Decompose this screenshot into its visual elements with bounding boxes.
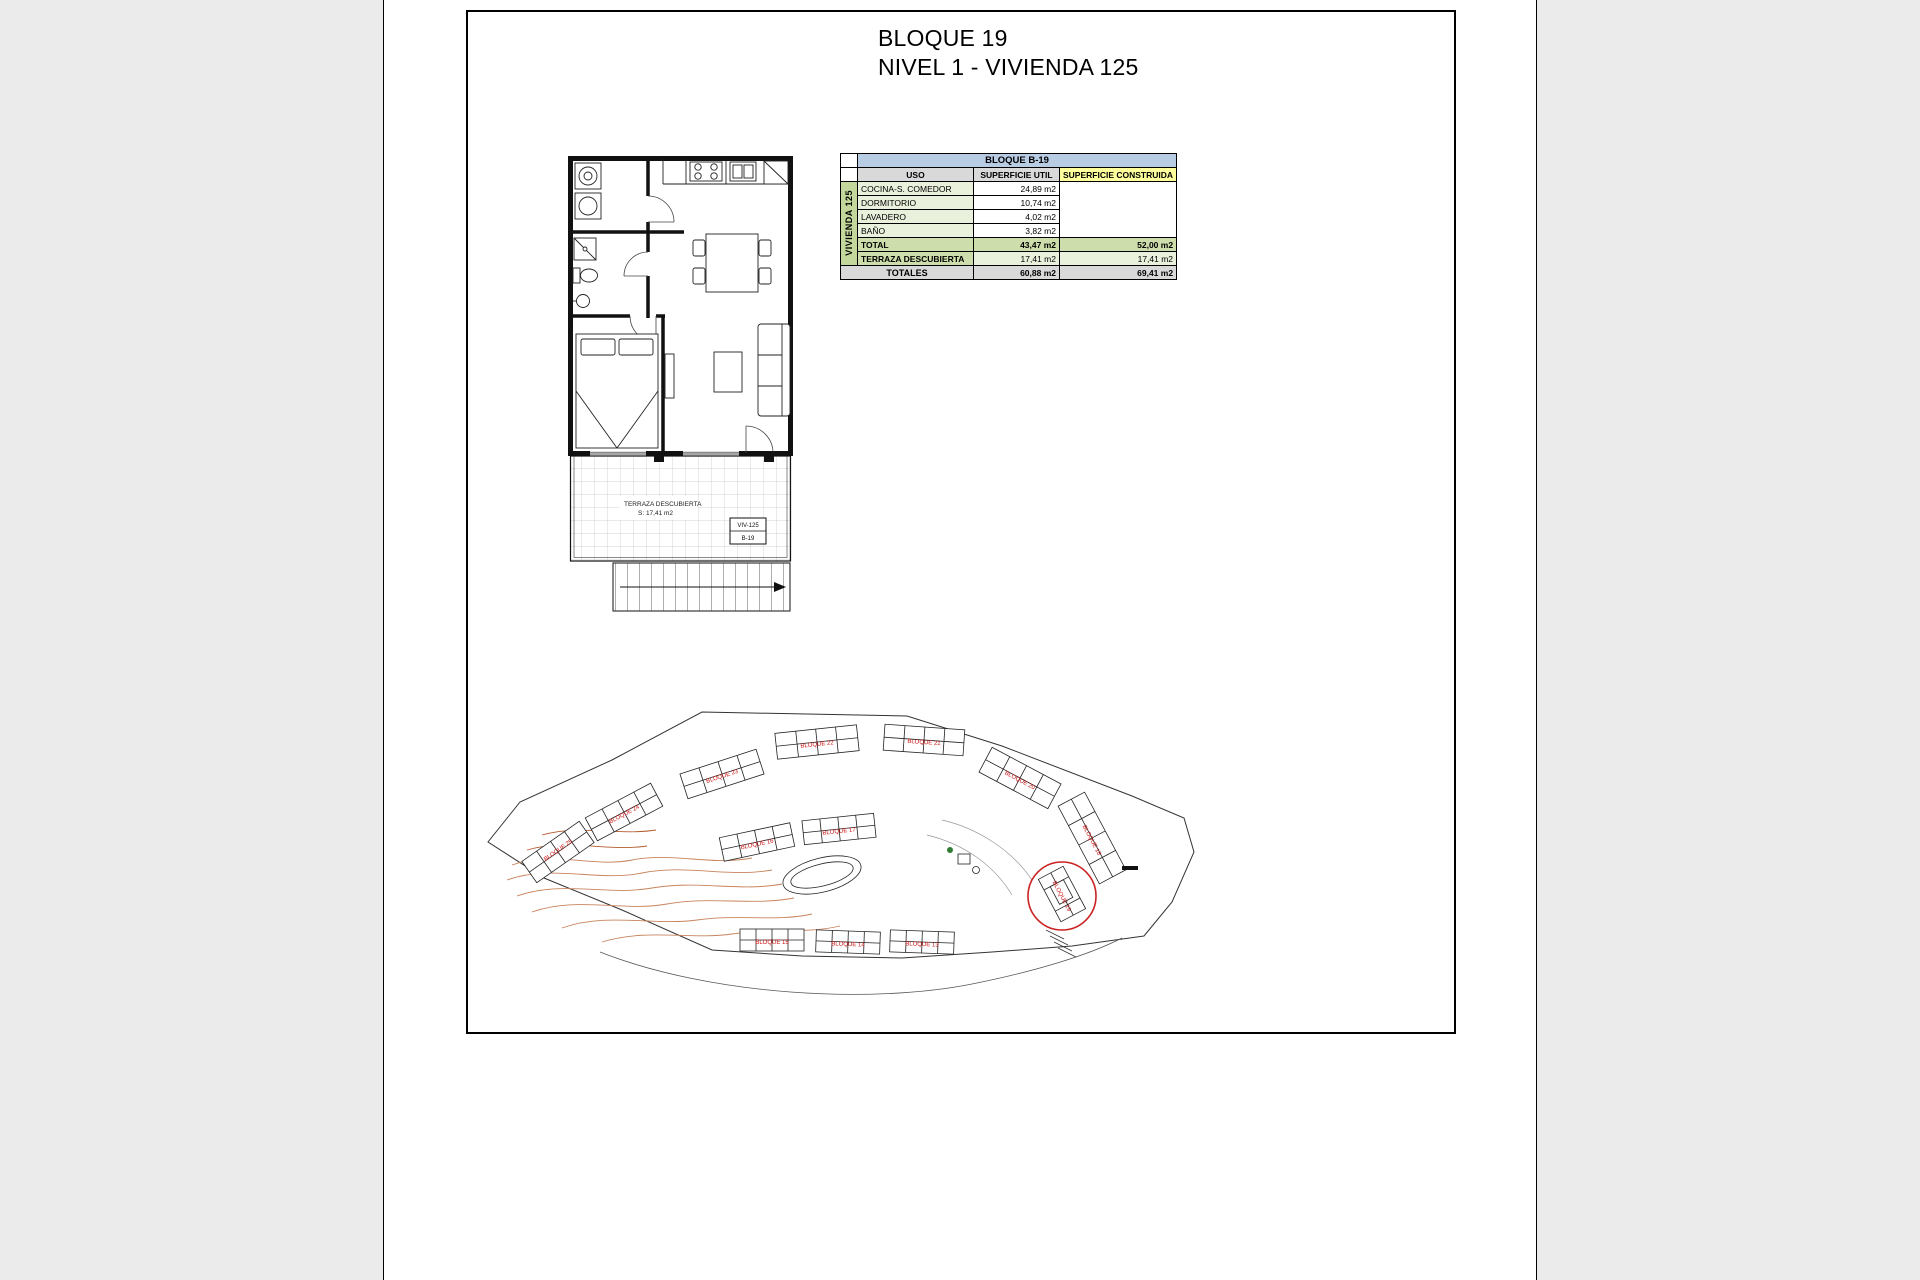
site-block-label-bloque-17: BLOQUE 17 (822, 827, 856, 837)
col-header-superficie-util: SUPERFICIE UTIL (973, 167, 1060, 182)
row-construida: 17,41 m2 (1058, 251, 1178, 266)
site-block-label-bloque-22: BLOQUE 22 (800, 740, 834, 750)
scale-mark (1122, 866, 1138, 870)
col-header-uso: USO (857, 167, 974, 182)
title-level-unit: NIVEL 1 - VIVIENDA 125 (878, 54, 1139, 80)
row-uso: BAÑO (857, 223, 974, 238)
tv-unit (664, 353, 675, 399)
terrace: TERRAZA DESCUBIERTA S: 17,41 m2 VIV-125 … (569, 452, 792, 562)
table-row: BAÑO 3,82 m2 (841, 223, 1177, 238)
bath-sink-icon (573, 294, 590, 308)
vivienda-125-highlight (1049, 879, 1074, 905)
terrace-area-label: S: 17,41 m2 (638, 510, 673, 517)
site-block-label-bloque-21: BLOQUE 21 (907, 739, 941, 747)
row-util: 4,02 m2 (973, 209, 1060, 224)
washer-icon (574, 162, 602, 190)
terrace-label: TERRAZA DESCUBIERTA (624, 501, 702, 508)
building-bloque-17 (801, 812, 877, 846)
site-buildings (521, 723, 1127, 955)
building-bloque-16 (718, 822, 796, 862)
unit-tag-number: VIV-125 (737, 523, 759, 529)
row-util: 17,41 m2 (973, 251, 1060, 266)
plan-sheet: BLOQUE 19 NIVEL 1 - VIVIENDA 125 BLOQUE … (383, 0, 1537, 1280)
window (590, 451, 646, 457)
unit-label-cell: VIVIENDA 125 (840, 181, 858, 266)
stairs-direction-arrow-icon (774, 582, 786, 592)
utility-structures (957, 853, 980, 874)
toilet-icon (572, 267, 598, 284)
bed (575, 333, 659, 449)
site-block-label-bloque-13: BLOQUE 13 (905, 941, 939, 948)
totales-label: TOTALES (840, 265, 974, 280)
building-bloque-19-highlighted (1037, 865, 1087, 923)
unit-tag: VIV-125 B-19 (729, 517, 767, 545)
dryer-icon (574, 192, 602, 220)
row-util: 24,89 m2 (973, 181, 1060, 196)
construida-empty-cell (1058, 181, 1178, 238)
row-uso: TERRAZA DESCUBIERTA (857, 251, 974, 266)
building-bloque-20 (978, 746, 1062, 810)
shower (573, 237, 597, 261)
door-arcs (623, 195, 774, 454)
building-bloque-21 (882, 723, 966, 757)
col-header-superficie-construida: SUPERFICIE CONSTRUIDA (1058, 167, 1178, 182)
row-uso: COCINA-S. COMEDOR (857, 181, 974, 196)
row-uso: TOTAL (857, 237, 974, 252)
table-row: VIVIENDA 125 COCINA-S. COMEDOR 24,89 m2 (840, 181, 1178, 266)
building-bloque-25 (521, 820, 595, 884)
table-row: DORMITORIO 10,74 m2 (841, 195, 1177, 210)
totales-construida: 69,41 m2 (1058, 265, 1178, 280)
floor-plan: TERRAZA DESCUBIERTA S: 17,41 m2 VIV-125 … (568, 156, 793, 612)
building-bloque-18 (1057, 791, 1127, 885)
coffee-table (713, 351, 743, 393)
stove-icon (689, 161, 723, 182)
bloque-19-highlight-circle (1027, 861, 1097, 931)
row-util: 43,47 m2 (973, 237, 1060, 252)
fridge-icon (763, 160, 789, 185)
access-road (599, 937, 1123, 995)
tree-icon (947, 847, 953, 853)
table-row-total: TOTAL 43,47 m2 52,00 m2 (841, 237, 1178, 252)
drawing-frame: BLOQUE 19 NIVEL 1 - VIVIENDA 125 BLOQUE … (466, 10, 1456, 1034)
row-util: 3,82 m2 (973, 223, 1060, 238)
sofa (757, 323, 791, 417)
site-block-label-bloque-14: BLOQUE 14 (831, 941, 865, 948)
row-uso: DORMITORIO (857, 195, 974, 210)
pool (782, 855, 862, 895)
kitchen-sink-icon (729, 161, 757, 182)
dining-table (692, 233, 772, 293)
building-bloque-24 (584, 782, 664, 842)
access-ramp (1045, 929, 1077, 958)
totales-util: 60,88 m2 (973, 265, 1060, 280)
areas-table: BLOQUE B-19 USO SUPERFICIE UTIL SUPERFIC… (840, 153, 1178, 280)
unit-tag-block: B-19 (742, 536, 755, 542)
unit-label: VIVIENDA 125 (844, 189, 854, 256)
row-util: 10,74 m2 (973, 195, 1060, 210)
sheet-title: BLOQUE 19 NIVEL 1 - VIVIENDA 125 (878, 24, 1139, 82)
building-bloque-15 (739, 928, 805, 952)
row-uso: LAVADERO (857, 209, 974, 224)
table-block-header: BLOQUE B-19 (856, 153, 1178, 168)
building-bloque-23 (679, 748, 765, 800)
building-bloque-22 (774, 724, 860, 760)
building-bloque-14 (815, 929, 881, 955)
row-construida: 52,00 m2 (1058, 237, 1178, 252)
title-block: BLOQUE 19 (878, 25, 1008, 51)
table-row-terraza: TERRAZA DESCUBIERTA 17,41 m2 17,41 m2 (841, 251, 1178, 266)
site-block-label-bloque-15: BLOQUE 15 (755, 940, 789, 946)
table-corner (840, 167, 858, 182)
window (683, 451, 739, 457)
building-bloque-13 (889, 929, 955, 955)
table-corner (840, 153, 858, 168)
table-row-totales: TOTALES 60,88 m2 69,41 m2 (840, 265, 1178, 280)
stairs (612, 562, 791, 612)
